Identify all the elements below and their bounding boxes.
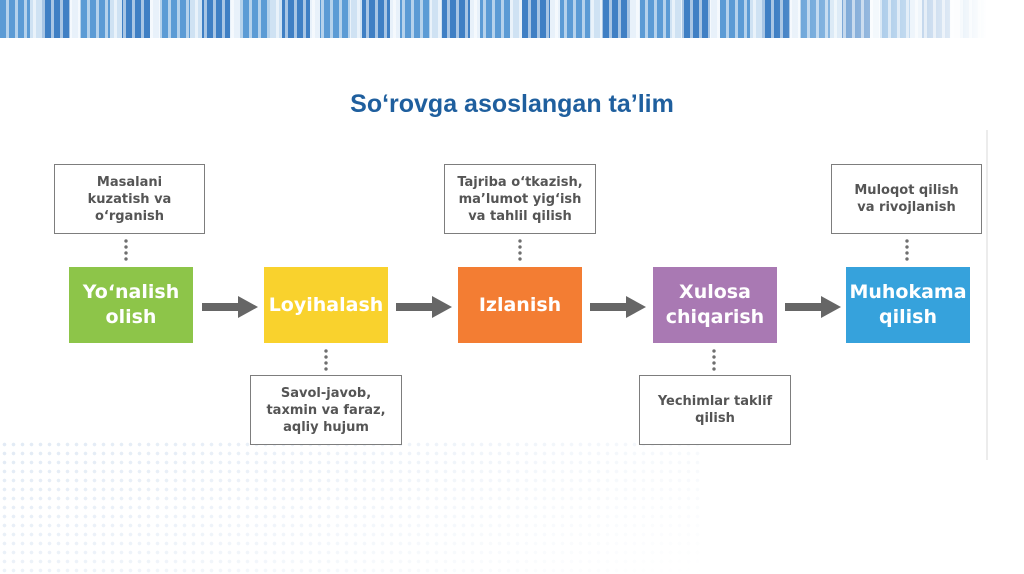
note-solutions: Yechimlar taklif qilish — [639, 375, 791, 445]
stage-orientation: Yo‘nalish olish — [69, 267, 193, 343]
arrow-right-icon — [202, 296, 258, 318]
decorative-top-band — [0, 0, 1024, 38]
arrow-right-icon — [785, 296, 841, 318]
connector-dots — [905, 238, 909, 262]
stage-conclusion: Xulosa chiqarish — [653, 267, 777, 343]
arrow-right-icon — [396, 296, 452, 318]
note-observe: Masalani kuzatish va o‘rganish — [54, 164, 205, 234]
connector-dots — [124, 238, 128, 262]
connector-dots — [518, 238, 522, 262]
stage-investigation: Izlanish — [458, 267, 582, 343]
arrow-right-icon — [590, 296, 646, 318]
stage-design: Loyihalash — [264, 267, 388, 343]
decorative-dot-pattern — [0, 440, 700, 574]
connector-dots — [324, 348, 328, 372]
note-experiment: Tajriba o‘tkazish, ma’lumot yig‘ish va t… — [444, 164, 596, 234]
note-communicate: Muloqot qilish va rivojlanish — [831, 164, 982, 234]
connector-dots — [712, 348, 716, 372]
stage-discussion: Muhokama qilish — [846, 267, 970, 343]
note-questioning: Savol-javob, taxmin va faraz, aqliy huju… — [250, 375, 402, 445]
image-edge-line — [986, 130, 988, 460]
slide-title: So‘rovga asoslangan ta’lim — [0, 90, 1024, 119]
